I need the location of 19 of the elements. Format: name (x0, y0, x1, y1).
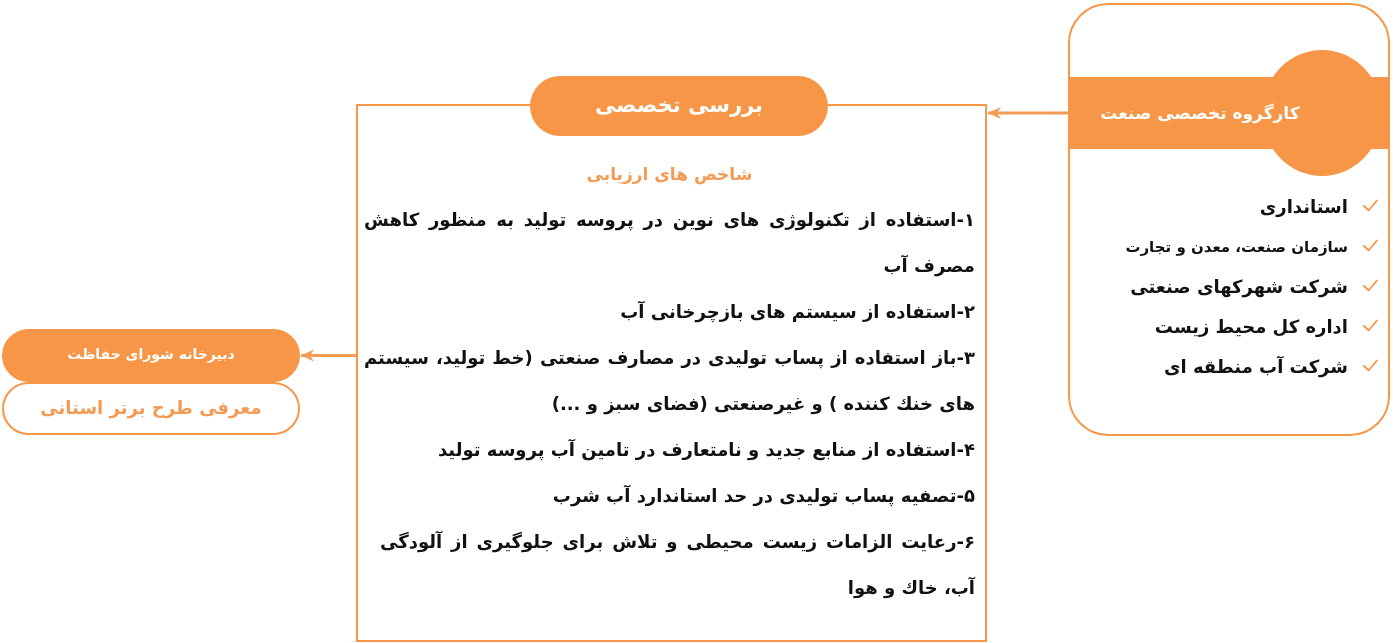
criterion-text: ۲-استفاده از سیستم های بازچرخانی آب (619, 300, 975, 325)
criterion-text: ۵-تصفیه پساب تولیدی در حد استاندارد آب شرب (551, 484, 975, 509)
arrow (301, 349, 356, 362)
arrow (988, 107, 1068, 119)
criterion-text: ۶-رعایت الزامات زیست محیطی و تلاش برای جلوگیری از آلودگی آب، خاك و هوا (380, 530, 975, 601)
section-heading: شاخص های ارزیابی (585, 163, 754, 187)
list-item: سازمان صنعت، معدن و تجارت (1125, 237, 1348, 258)
criterion-text: ۱-استفاده از تکنولوژی های نوین در پروسه تولید به منظور کاهش مصرف آب (364, 208, 975, 279)
criterion-text: ۳-باز استفاده از پساب تولیدی در مصارف صنعتی (خط تولید، سیستم های خنك کننده ) و غیرصنعتی (فضای سبز و ...) (364, 346, 975, 417)
list-item: استانداری (1259, 195, 1348, 219)
outlined-pill: معرفی طرح برتر استانی (2, 382, 300, 435)
title-pill: بررسی تخصصی (530, 76, 828, 136)
list-item: شرکت آب منطقه ای (1163, 355, 1348, 380)
criterion-text: ۴-استفاده از منابع جدید و نامتعارف در تامین آب پروسه تولید (436, 438, 975, 463)
list-item: اداره کل محیط زیست (1154, 315, 1348, 339)
list-item: شرکت شهرکهای صنعتی (1130, 275, 1348, 300)
header-pill: دبیرخانه شورای حفاظت (2, 329, 300, 382)
band-title: کارگروه تخصصی صنعت (1099, 102, 1301, 126)
panel-card (1068, 3, 1390, 436)
